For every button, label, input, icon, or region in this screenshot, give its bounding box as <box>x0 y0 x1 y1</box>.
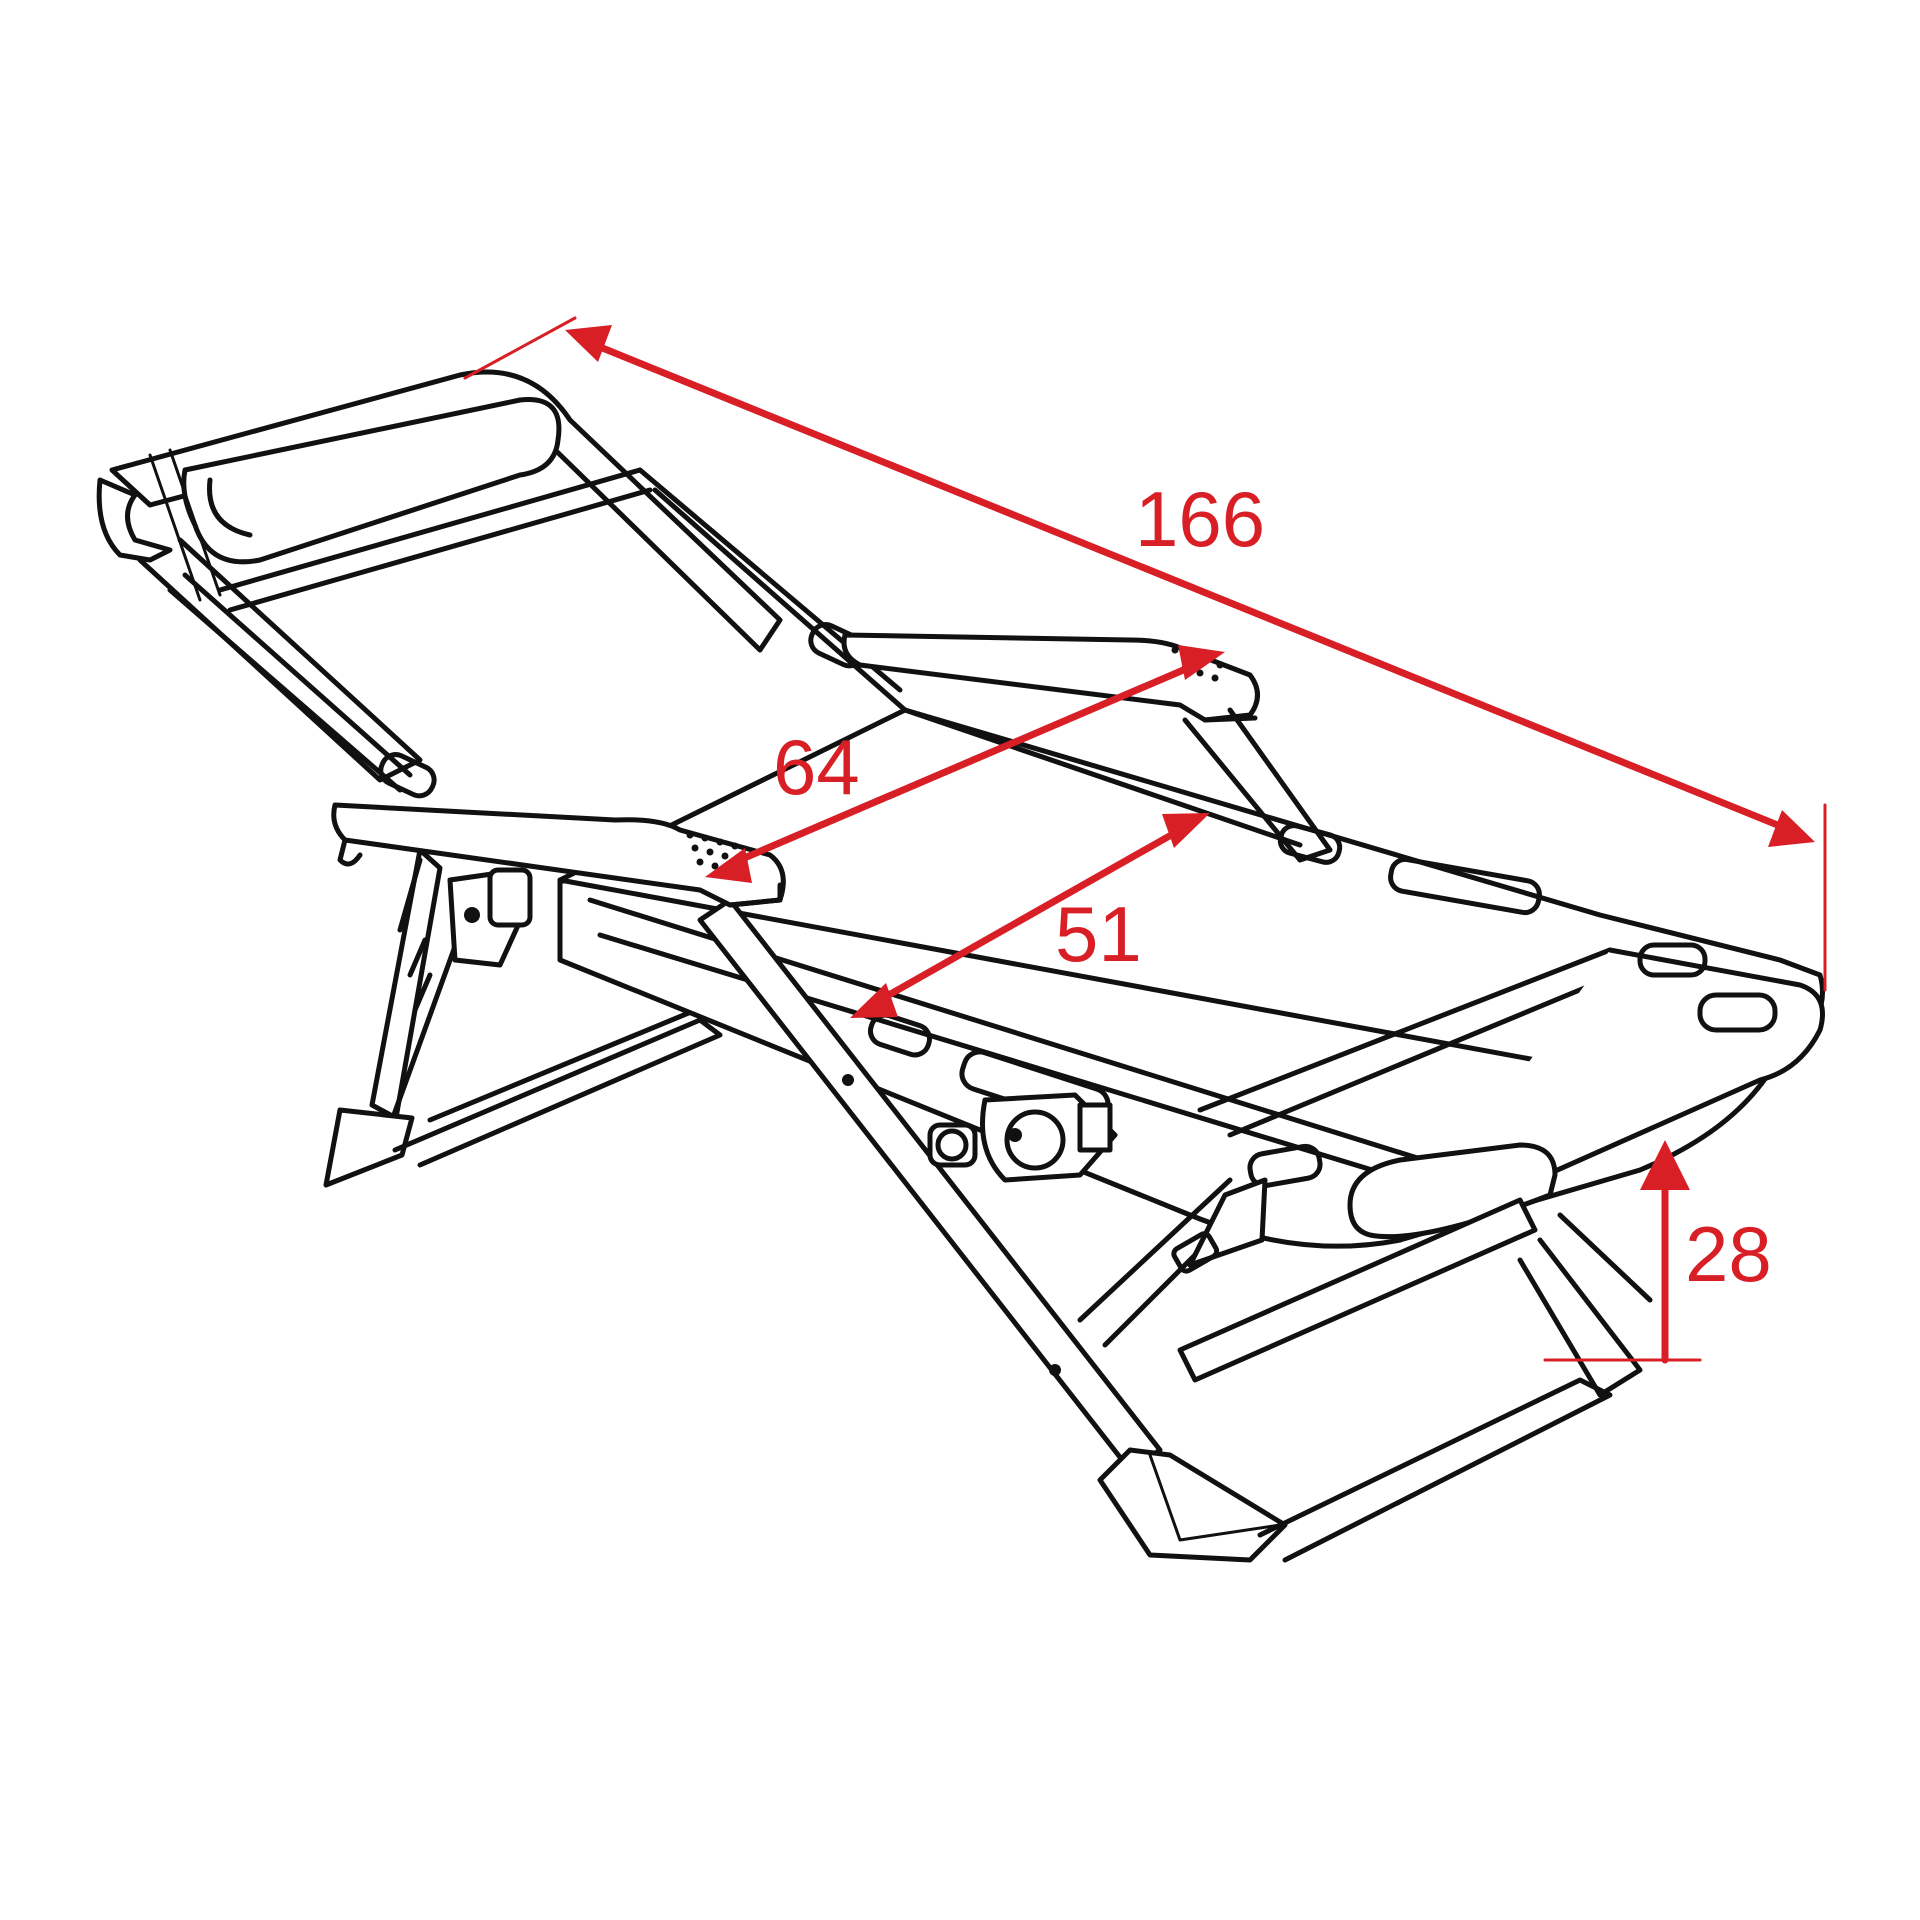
front-legs <box>697 897 1653 1563</box>
dimension-length <box>463 316 1827 992</box>
seat-width-label: 51 <box>1055 890 1142 978</box>
height-arrowhead <box>1640 1140 1690 1190</box>
right-armrest <box>841 632 1333 863</box>
backrest <box>96 369 908 799</box>
armrest-width-label: 64 <box>773 723 860 811</box>
dimension-lines <box>463 316 1827 1364</box>
length-label: 166 <box>1135 475 1266 563</box>
dimension-seat-height <box>1543 1140 1702 1364</box>
armrest-width-arrowhead-end <box>1178 645 1225 680</box>
seat-width-arrowhead-start <box>850 983 898 1018</box>
dimension-armrest-width <box>705 645 1225 883</box>
length-arrowhead-start <box>565 325 612 362</box>
chair-line-art <box>96 369 1825 1563</box>
pivot-mechanism <box>927 1092 1118 1183</box>
seat-width-arrowhead-end <box>1162 813 1210 848</box>
armrest-width-line <box>731 661 1199 866</box>
length-arrowhead-end <box>1768 810 1815 847</box>
rear-pivot <box>447 867 533 968</box>
armrest-width-arrowhead-start <box>705 848 752 883</box>
length-extension-top <box>463 316 577 380</box>
seat-width-line <box>876 826 1184 1004</box>
seat-height-label: 28 <box>1685 1210 1772 1298</box>
dimension-seat-width <box>850 813 1210 1018</box>
length-line <box>591 341 1784 830</box>
left-armrest <box>331 802 786 908</box>
